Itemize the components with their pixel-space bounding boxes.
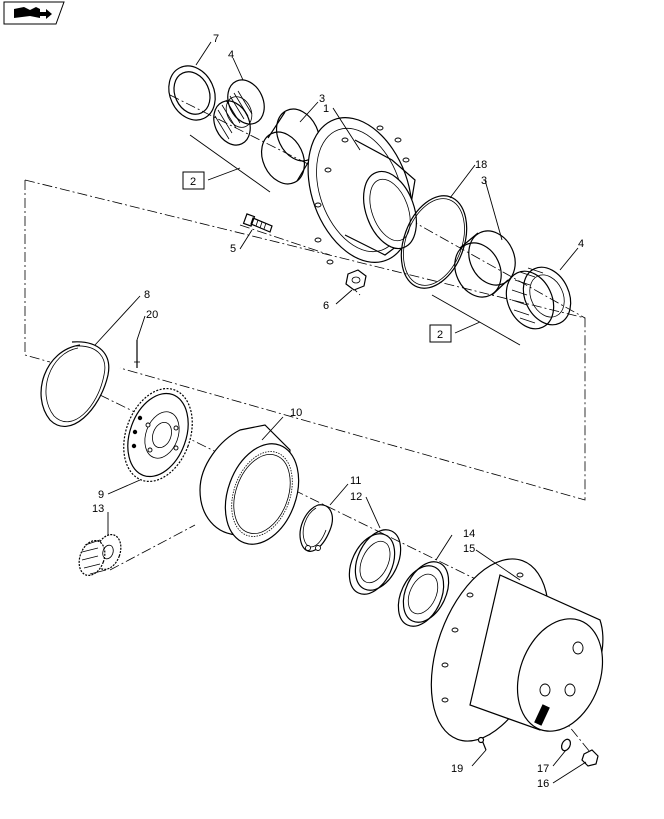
part-8-snap-ring[interactable] xyxy=(40,341,110,427)
cover-nameplate xyxy=(534,704,550,726)
callout-19: 19 xyxy=(451,763,463,775)
hub-bolt-holes xyxy=(314,125,410,265)
cover-holes xyxy=(441,572,584,703)
callout-10: 10 xyxy=(290,407,302,419)
callout-15: 15 xyxy=(463,543,475,555)
part-10-ring-gear[interactable] xyxy=(199,424,312,554)
callout-12: 12 xyxy=(350,491,362,503)
part-17-washer[interactable] xyxy=(560,738,572,752)
leader-lines xyxy=(94,41,587,784)
kit-bracket-lines xyxy=(189,134,521,346)
part-9-planet-carrier-gear[interactable] xyxy=(112,379,205,491)
part-19-screw[interactable] xyxy=(477,736,487,751)
book-arrow-icon[interactable] xyxy=(3,1,65,25)
callout-4: 4 xyxy=(228,49,234,61)
part-14-shim[interactable] xyxy=(389,555,457,634)
part-4-bearing-top[interactable] xyxy=(207,74,271,151)
part-11-retaining-ring[interactable] xyxy=(299,504,333,552)
part-4-bearing-right[interactable] xyxy=(497,260,579,337)
callout-16: 16 xyxy=(537,778,549,790)
part-3-bearing-cup-right[interactable] xyxy=(446,223,524,304)
callout-11: 11 xyxy=(350,475,361,487)
part-1-wheel-hub[interactable] xyxy=(289,103,431,277)
callout-3-right: 3 xyxy=(481,175,487,187)
callout-5: 5 xyxy=(230,243,236,255)
callout-7: 7 xyxy=(213,33,219,45)
part-7-seal-ring[interactable] xyxy=(160,58,224,127)
part-6-nut[interactable] xyxy=(345,269,367,291)
callout-4-right: 4 xyxy=(578,238,584,250)
part-15-hub-cover[interactable] xyxy=(409,543,618,757)
callout-6: 6 xyxy=(323,300,329,312)
kit-box-2-top-label: 2 xyxy=(190,176,196,188)
callout-17: 17 xyxy=(537,763,549,775)
part-13-planet-gear[interactable] xyxy=(75,531,126,579)
kit-box-2-top[interactable]: 2 xyxy=(182,171,205,190)
part-5-wheel-stud[interactable] xyxy=(242,213,273,233)
callout-18: 18 xyxy=(475,159,487,171)
part-12-spacer[interactable] xyxy=(340,523,409,602)
callout-1: 1 xyxy=(323,103,329,115)
callout-labels: 7 4 3 1 18 3 4 5 6 8 20 10 9 13 11 12 14… xyxy=(92,33,584,790)
kit-box-2-right[interactable]: 2 xyxy=(429,324,452,343)
callout-13: 13 xyxy=(92,503,104,515)
callout-20: 20 xyxy=(146,309,158,321)
kit-box-2-right-label: 2 xyxy=(437,329,443,341)
carrier-holes xyxy=(131,415,179,453)
callout-14: 14 xyxy=(463,528,475,540)
part-20-pin[interactable] xyxy=(134,340,140,368)
callout-9: 9 xyxy=(98,489,104,501)
callout-3: 3 xyxy=(319,93,325,105)
part-16-plug[interactable] xyxy=(581,749,599,767)
callout-8: 8 xyxy=(144,289,150,301)
